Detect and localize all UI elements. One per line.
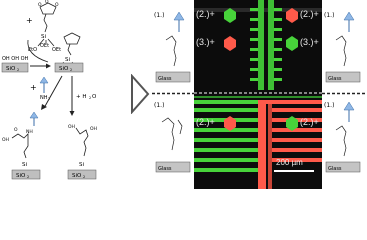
outer-divider [152,92,367,95]
svg-text:O: O [92,94,97,100]
hexagon-green-tr [286,36,298,51]
amine-reagent: + NH 2 [30,76,50,101]
ring-o-right: O [55,2,59,8]
upper-stripes [194,0,322,90]
svg-text:2: 2 [70,68,72,72]
sio2-label-start: SiO [6,66,16,72]
scale-bar-label: 200 µm [276,158,303,167]
hexagon-green-br [286,116,298,131]
micropattern-figure: (1.) Glass (1.) Glass [152,0,367,189]
side-schematic-top-left: (1.) Glass [154,11,191,83]
amide-product: NH OH O Si SiO 2 [2,111,41,180]
label-1-bl: (1.) [154,102,164,109]
svg-text:NH: NH [26,129,33,135]
blob-red-tl [224,36,236,51]
tile-label-tl-a: (2.)+ [196,9,215,19]
glass-br: Glass [328,166,342,172]
nh2-label: NH [40,95,48,101]
ring-o-left: O [38,2,42,8]
vertical-band-red [258,104,266,189]
svg-text:OH: OH [90,126,97,132]
propyl-chain [43,13,48,33]
si-product-a: Si [22,162,27,168]
label-1-tr: (1.) [324,12,334,19]
svg-text:2: 2 [27,175,29,179]
svg-text:SiO: SiO [72,173,82,179]
arrow-amide [43,75,63,109]
svg-text:+: + [30,83,37,92]
antibody-icon [39,76,49,84]
water-label: + H [76,94,87,100]
label-1-br: (1.) [324,102,334,109]
tile-label-tr-b: (3.)+ [300,37,319,47]
side-schematic-bottom-left: (1.) Glass [154,102,191,173]
vertical-band-green [258,0,264,90]
ethoxy-3: OEt [52,47,61,53]
svg-text:SiO: SiO [16,173,26,179]
reagent-si: Si [41,34,46,40]
svg-text:2: 2 [83,175,85,179]
side-schematic-top-right: (1.) Glass [324,11,361,83]
glass-substrate-start [1,62,29,73]
si-product-b: Si [79,162,84,168]
label-1-tl: (1.) [154,12,164,19]
svg-text:OH: OH [2,137,9,143]
pattern-svg [194,0,322,189]
antibody-icon-product [29,111,39,119]
middle-band [194,96,322,104]
start-surface: OH OH OH SiO 2 [1,56,29,73]
plus-sign-top: + [26,16,33,25]
process-arrow [131,74,150,114]
ring-o-top: O [45,0,49,5]
ethoxy-1: EtO [28,47,37,53]
anhydride-ring [39,2,57,15]
fluorescence-image: (2.)+ (3.)+ (2.)+ (3.)+ (2.)+ (2.)+ 200 … [194,0,322,189]
reaction-scheme: + O O O Si EtO OEt OEt OH OH OH SiO 2 Si… [1,0,97,180]
anhydride-silane-reagent: + O O O Si EtO OEt OEt [26,0,61,53]
tile-label-tr-a: (2.)+ [300,9,319,19]
silanized-surface: Si SiO 2 [54,32,84,73]
arrow-reagent [27,39,49,63]
glass-bl: Glass [158,166,172,172]
si-mid: Si [65,57,70,63]
svg-text:2: 2 [89,96,91,100]
side-schematic-bottom-right: (1.) Glass [324,101,361,173]
surface-oh-groups: OH OH OH [2,56,29,62]
blob-red-bl [224,116,236,131]
sio2-sub-start: 2 [17,68,19,72]
hexagon-green-tl [224,8,236,23]
glass-tl: Glass [158,76,172,82]
diacid-product: OH OH Si SiO 2 [67,124,97,180]
blob-red-tr [286,8,298,23]
scale-bar [274,170,314,172]
tile-label-tl-b: (3.)+ [196,37,215,47]
sio2-label-mid: SiO [59,66,69,72]
glass-tr: Glass [328,76,342,82]
svg-text:O: O [14,127,18,133]
tile-label-br: (2.)+ [300,117,319,127]
tile-label-bl: (2.)+ [196,117,215,127]
svg-text:OH: OH [68,124,75,130]
ethoxy-2: OEt [40,43,49,49]
